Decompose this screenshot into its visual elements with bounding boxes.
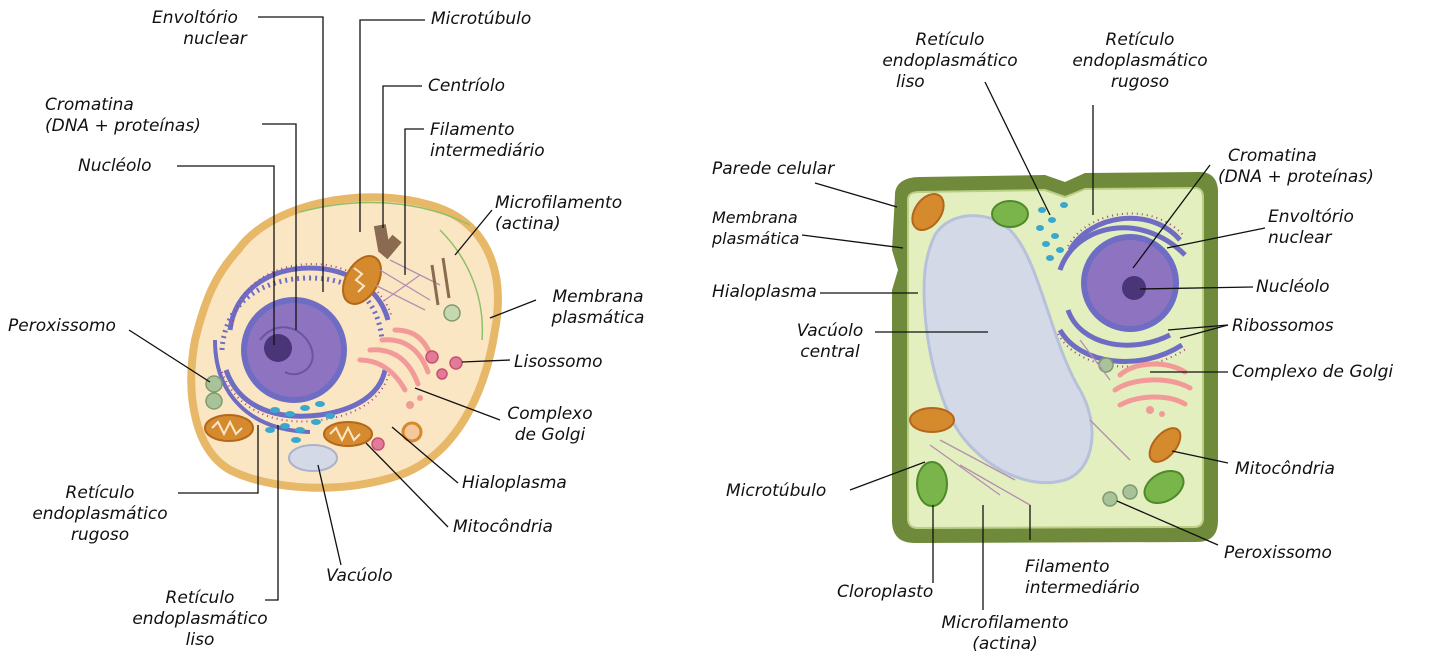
label-vacuolo-animal: Vacúolo bbox=[326, 566, 393, 587]
animal-nucleus bbox=[244, 300, 344, 400]
label-hialoplasma-plant: Hialoplasma bbox=[712, 282, 817, 303]
label-mitocondria-animal: Mitocôndria bbox=[453, 517, 553, 538]
label-lisossomo-animal: Lisossomo bbox=[514, 352, 603, 373]
label-peroxissomo-animal: Peroxissomo bbox=[8, 316, 116, 337]
label-hialoplasma-animal: Hialoplasma bbox=[462, 473, 567, 494]
label-microtubulo-animal: Microtúbulo bbox=[431, 9, 531, 30]
label-microtubulo-plant: Microtúbulo bbox=[726, 481, 826, 502]
label-parede-celular: Parede celular bbox=[712, 159, 834, 180]
label-mitocondria-plant: Mitocôndria bbox=[1235, 459, 1335, 480]
label-peroxissomo-plant: Peroxissomo bbox=[1224, 543, 1332, 564]
label-cromatina-animal: Cromatina(DNA + proteínas) bbox=[45, 95, 201, 137]
plant-nucleolus bbox=[1122, 276, 1146, 300]
label-microfilamento-plant: Microfilamento(actina) bbox=[925, 613, 1085, 655]
label-centriolo-animal: Centríolo bbox=[428, 76, 505, 97]
animal-vacuole bbox=[289, 445, 337, 471]
label-cromatina-plant: Cromatina(DNA + proteínas) bbox=[1218, 146, 1374, 188]
label-golgi-plant: Complexo de Golgi bbox=[1232, 362, 1393, 383]
label-ribossomos-plant: Ribossomos bbox=[1232, 316, 1334, 337]
animal-nucleolus bbox=[264, 334, 292, 362]
label-cloroplasto-plant: Cloroplasto bbox=[837, 582, 933, 603]
plant-cell-graphic bbox=[892, 172, 1218, 543]
label-nucleolo-animal: Nucléolo bbox=[78, 156, 152, 177]
animal-cell-graphic bbox=[191, 197, 498, 487]
label-nucleolo-plant: Nucléolo bbox=[1256, 277, 1330, 298]
label-microfilamento-animal: Microfilamento(actina) bbox=[495, 193, 622, 235]
